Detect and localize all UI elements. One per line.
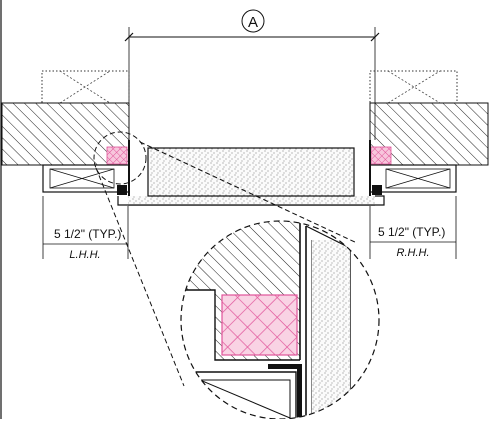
dimension-right-label: 5 1/2" (TYP.) xyxy=(378,225,445,239)
marker-a: A xyxy=(241,9,265,33)
blocking-upper-right xyxy=(369,70,458,104)
callout-circle-small xyxy=(93,131,147,185)
blocking-upper-left xyxy=(41,70,130,104)
dimension-right: 5 1/2" (TYP.) R.H.H. xyxy=(369,196,457,259)
sealant-left xyxy=(106,146,128,165)
sealant-right xyxy=(370,146,392,165)
enlarged-detail xyxy=(181,221,379,419)
marker-a-label: A xyxy=(248,14,258,31)
frame-angle-left xyxy=(117,140,130,196)
callout-connector-left xyxy=(95,167,185,387)
dimension-a xyxy=(124,27,380,140)
hand-right-label: R.H.H. xyxy=(397,247,430,259)
hand-left-label: L.H.H. xyxy=(69,249,100,261)
frame-angle-right xyxy=(369,140,382,196)
dimension-left-label: 5 1/2" (TYP.) xyxy=(54,227,121,241)
dimension-left: 5 1/2" (TYP.) L.H.H. xyxy=(42,196,129,261)
casing-panel xyxy=(117,147,385,206)
blocking-lower-right xyxy=(369,164,457,193)
blocking-lower-left xyxy=(42,164,130,193)
